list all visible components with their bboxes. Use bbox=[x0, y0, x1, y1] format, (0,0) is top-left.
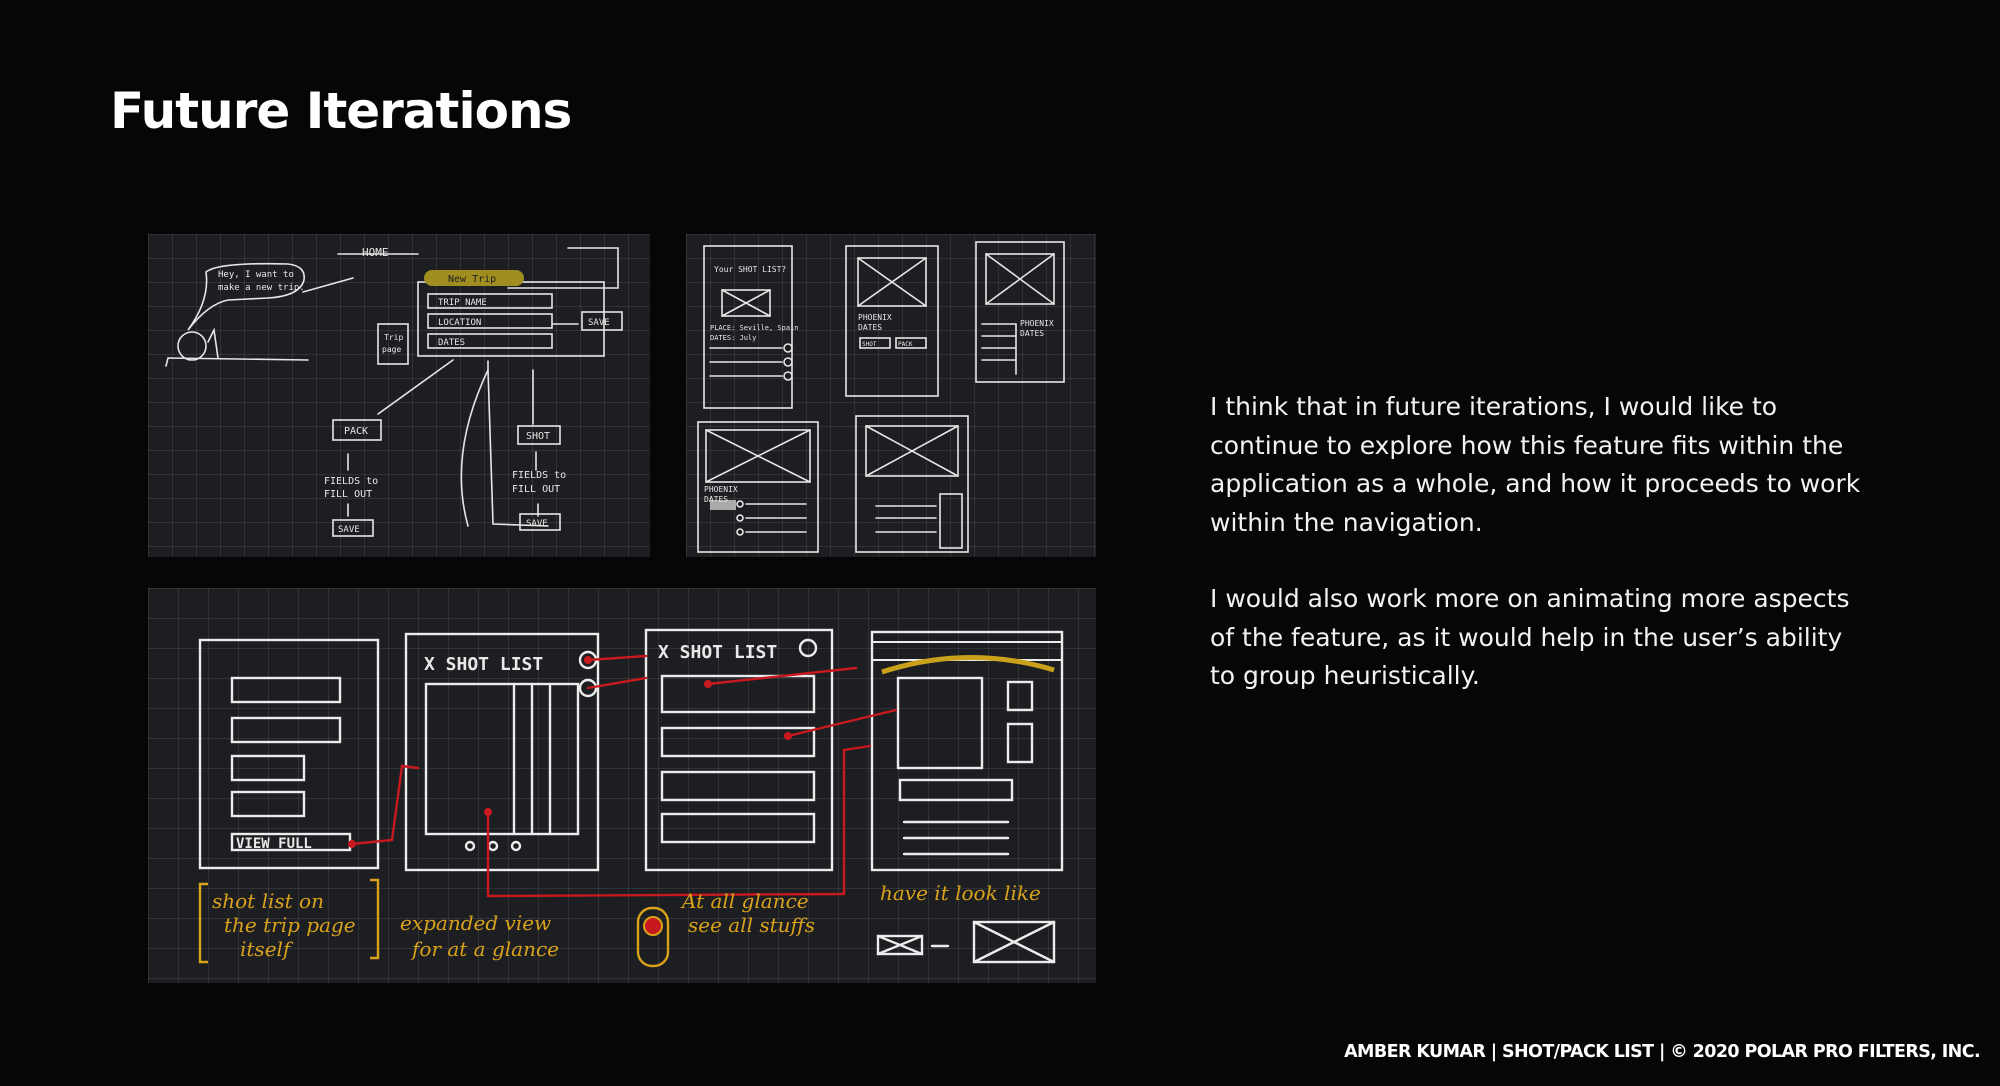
field-dates: DATES bbox=[438, 338, 465, 348]
phoenix-label-3: PHOENIX bbox=[704, 485, 738, 494]
speech-line-2: make a new trip. bbox=[218, 283, 305, 293]
shot-list-storyboard: X SHOT LIST X SHOT LIST VIEW FULL shot l… bbox=[198, 628, 1064, 968]
pack-label: PACK bbox=[344, 426, 368, 437]
speech-line-1: Hey, I want to bbox=[218, 270, 294, 280]
note-expanded-1: expanded view bbox=[400, 911, 551, 935]
description-text: I think that in future iterations, I wou… bbox=[1210, 388, 1870, 734]
note-trip-page-1: shot list on bbox=[212, 889, 324, 913]
shot-tab-label: SHOT bbox=[862, 341, 877, 348]
note-look-like: have it look like bbox=[880, 881, 1041, 905]
home-label: HOME bbox=[362, 246, 389, 259]
shot-list-storyboard-image: X SHOT LIST X SHOT LIST VIEW FULL shot l… bbox=[148, 588, 1096, 983]
phoenix-label-2: PHOENIX bbox=[1020, 319, 1054, 328]
trip-page-label-2: page bbox=[382, 345, 401, 354]
fields-to-fill-left-2: FILL OUT bbox=[324, 489, 372, 500]
fields-to-fill-right-1: FIELDS to bbox=[512, 470, 566, 481]
wireframe-sketch-image: Your SHOT LIST? PLACE: Seville, Spain DA… bbox=[686, 234, 1096, 557]
user-flow-sketch: HOME Hey, I want to make a new trip. New… bbox=[165, 246, 623, 537]
new-trip-label: New Trip bbox=[448, 274, 496, 285]
save-label-left: SAVE bbox=[338, 525, 360, 535]
paragraph-1: I think that in future iterations, I wou… bbox=[1210, 392, 1861, 537]
user-flow-sketch-image: HOME Hey, I want to make a new trip. New… bbox=[148, 234, 650, 557]
trip-page-label-1: Trip bbox=[384, 333, 403, 342]
note-trip-page-2: the trip page bbox=[224, 913, 356, 937]
note-glance-2: see all stuffs bbox=[688, 913, 815, 937]
field-trip-name: TRIP NAME bbox=[438, 298, 487, 308]
dates-label: DATES: July bbox=[710, 334, 756, 342]
shot-list-header-2: X SHOT LIST bbox=[658, 642, 777, 663]
save-label-top: SAVE bbox=[588, 318, 610, 328]
fields-to-fill-right-2: FILL OUT bbox=[512, 484, 560, 495]
paragraph-2: I would also work more on animating more… bbox=[1210, 584, 1850, 690]
pack-tab-label: PACK bbox=[898, 341, 913, 348]
phoenix-dates-2: DATES bbox=[1020, 329, 1044, 338]
phoenix-label-1: PHOENIX bbox=[858, 313, 892, 322]
note-expanded-2: for at a glance bbox=[410, 937, 559, 961]
view-full-label: VIEW FULL bbox=[236, 836, 312, 852]
fields-to-fill-left-1: FIELDS to bbox=[324, 476, 378, 487]
place-label: PLACE: Seville, Spain bbox=[710, 324, 799, 332]
footer-credit: AMBER KUMAR | SHOT/PACK LIST | © 2020 PO… bbox=[1344, 1042, 1981, 1062]
wireframe-sketch: Your SHOT LIST? PLACE: Seville, Spain DA… bbox=[697, 241, 1065, 553]
slide-title: Future Iterations bbox=[110, 82, 572, 140]
note-glance-1: At all glance bbox=[680, 889, 809, 913]
save-label-right: SAVE bbox=[526, 519, 548, 529]
note-trip-page-3: itself bbox=[240, 937, 294, 961]
shot-list-header-1: X SHOT LIST bbox=[424, 654, 543, 675]
phoenix-dates-3: DATES bbox=[704, 495, 728, 504]
phoenix-dates-1: DATES bbox=[858, 323, 882, 332]
your-shot-list-label: Your SHOT LIST? bbox=[714, 265, 786, 274]
shot-label: SHOT bbox=[526, 431, 550, 442]
field-location: LOCATION bbox=[438, 318, 481, 328]
